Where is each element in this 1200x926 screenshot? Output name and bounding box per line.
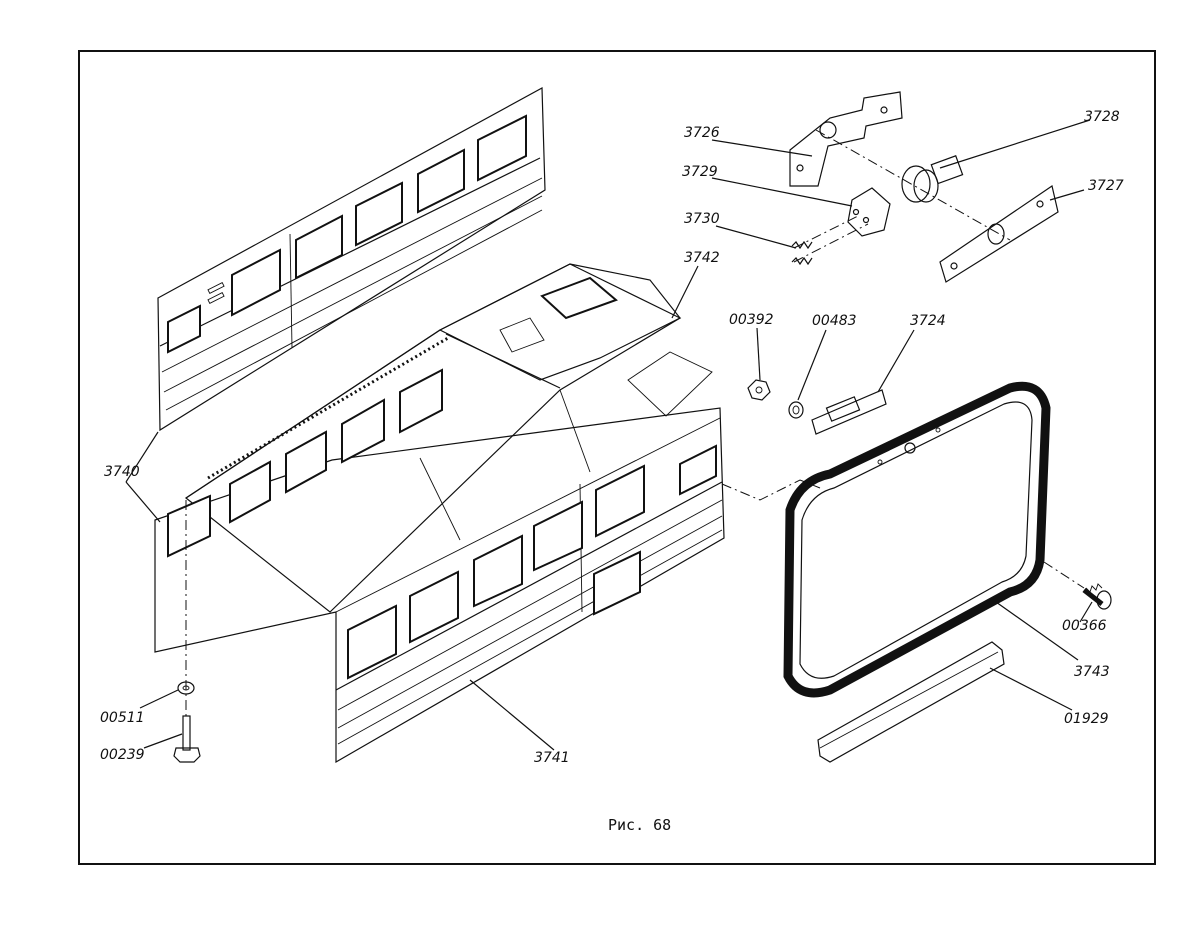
label-00483: 00483 — [812, 313, 857, 329]
label-00366: 00366 — [1062, 618, 1107, 634]
label-3724: 3724 — [910, 313, 946, 329]
label-3727: 3727 — [1088, 178, 1124, 194]
figure-frame — [78, 50, 1156, 865]
label-3743: 3743 — [1074, 664, 1110, 680]
upper-windows-3742 — [167, 368, 443, 558]
strip-01929 — [817, 641, 1005, 763]
label-00511: 00511 — [100, 710, 145, 726]
bracket-3726 — [789, 91, 903, 187]
label-00239: 00239 — [100, 747, 145, 763]
leader-lines — [125, 119, 1093, 751]
window-row-3741 — [347, 444, 717, 680]
figure-caption: Рис. 68 — [608, 816, 671, 834]
window-row-3740 — [167, 114, 527, 354]
label-3740: 3740 — [104, 464, 140, 480]
label-00392: 00392 — [729, 312, 774, 328]
label-3729: 3729 — [682, 164, 718, 180]
side-panel-3740 — [157, 87, 546, 432]
side-panel-3741 — [154, 368, 725, 764]
label-3730: 3730 — [684, 211, 720, 227]
label-3728: 3728 — [1084, 109, 1120, 125]
grille-3743 — [783, 381, 1051, 698]
alignment-lines — [185, 129, 1085, 716]
latch-3724 — [811, 389, 887, 435]
label-3742: 3742 — [684, 250, 720, 266]
knob-3728 — [901, 155, 964, 203]
nut-00392 — [747, 379, 771, 401]
bolt-00239 — [173, 715, 201, 763]
part-labels: 3726 3728 3729 3727 3730 3742 00392 0048… — [100, 109, 1124, 766]
label-01929: 01929 — [1064, 711, 1109, 727]
block-3729 — [847, 187, 891, 237]
plate-3727 — [939, 185, 1059, 283]
washer-00483 — [788, 401, 804, 419]
label-3726: 3726 — [684, 125, 720, 141]
label-3741: 3741 — [534, 750, 570, 766]
springs-3730 — [791, 240, 813, 266]
screw-00366 — [1082, 583, 1112, 610]
roof-panel-3742 — [184, 263, 713, 613]
